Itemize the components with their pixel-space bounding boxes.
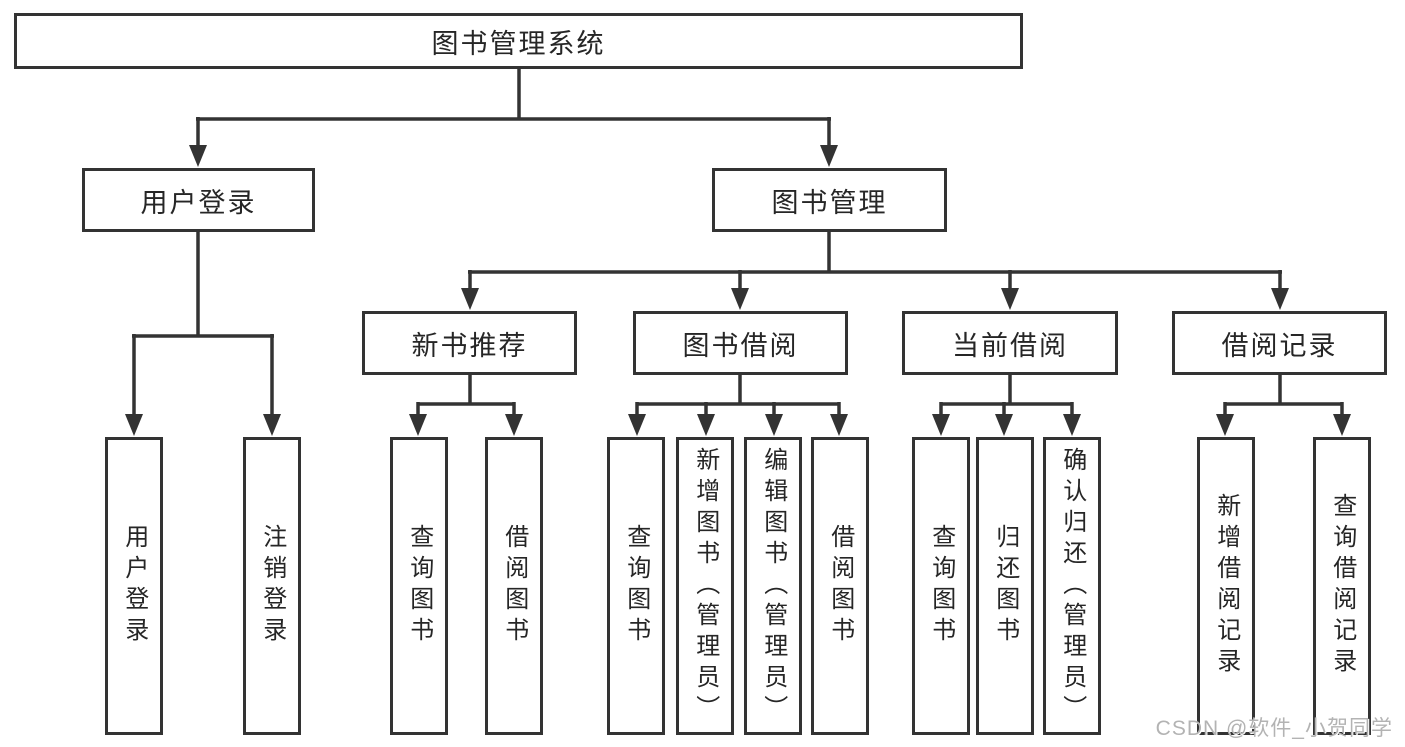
- node-current-borrowing: 当前借阅: [902, 311, 1118, 375]
- leaf-current-confirm-return-admin: 确认归还（管理员）: [1043, 437, 1101, 735]
- leaf-borrowing-edit-books-admin: 编辑图书（管理员）: [744, 437, 802, 735]
- leaf-records-add-record: 新增借阅记录: [1197, 437, 1255, 735]
- leaf-borrowing-query-books: 查询图书: [607, 437, 665, 735]
- leaf-borrowing-borrow-books: 借阅图书: [811, 437, 869, 735]
- leaf-records-query-record: 查询借阅记录: [1313, 437, 1371, 735]
- node-book-borrowing: 图书借阅: [633, 311, 848, 375]
- leaf-newbook-borrow-books: 借阅图书: [485, 437, 543, 735]
- node-library-system: 图书管理系统: [14, 13, 1023, 69]
- node-borrowing-records: 借阅记录: [1172, 311, 1387, 375]
- leaf-newbook-query-books: 查询图书: [390, 437, 448, 735]
- node-user-login-branch: 用户登录: [82, 168, 315, 232]
- leaf-logout: 注销登录: [243, 437, 301, 735]
- leaf-user-login: 用户登录: [105, 437, 163, 735]
- leaf-borrowing-add-books-admin: 新增图书（管理员）: [676, 437, 734, 735]
- leaf-current-query-books: 查询图书: [912, 437, 970, 735]
- node-book-management-branch: 图书管理: [712, 168, 947, 232]
- leaf-current-return-books: 归还图书: [976, 437, 1034, 735]
- node-new-book-recommendation: 新书推荐: [362, 311, 577, 375]
- csdn-watermark: CSDN @软件_小贺同学: [1155, 717, 1393, 740]
